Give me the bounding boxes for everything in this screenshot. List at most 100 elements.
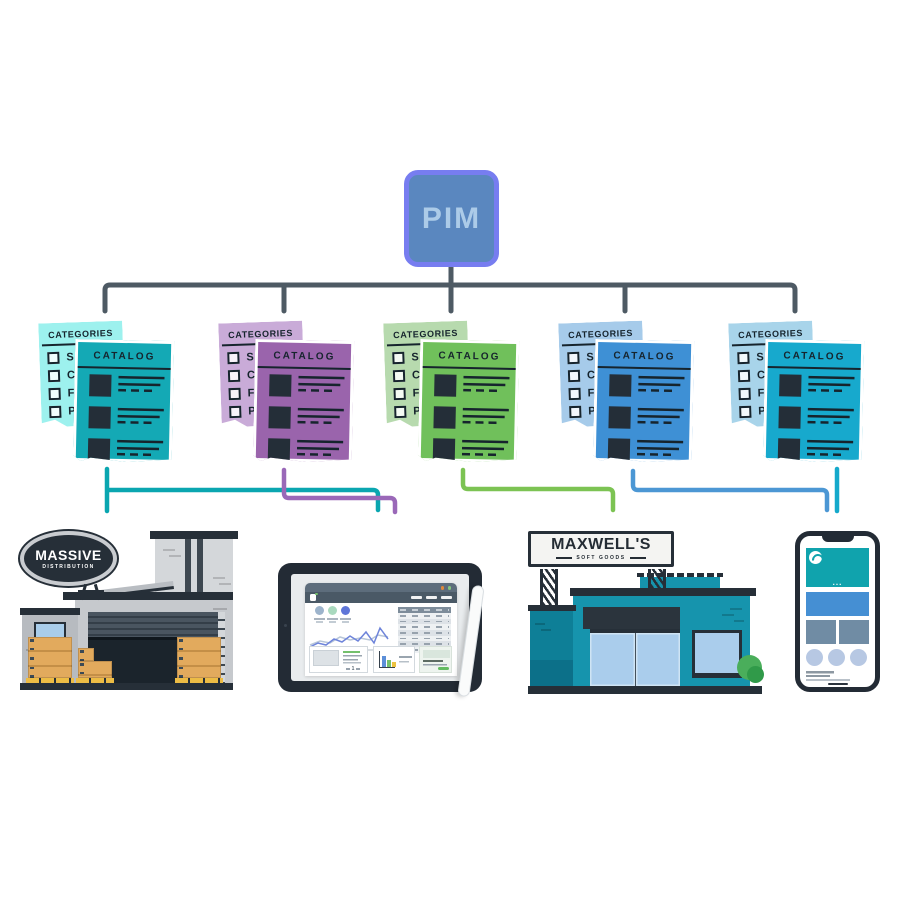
checkbox: [737, 352, 749, 364]
checkbox: [47, 352, 59, 364]
category-letter: C: [246, 369, 256, 382]
rooftop-vent-dashes: [637, 573, 723, 577]
catalog-item: [608, 438, 689, 462]
checkbox: [229, 406, 241, 418]
brick-mark: [541, 629, 551, 631]
catalog-item: [778, 438, 859, 462]
browser-title-bar: [305, 583, 457, 592]
phone-notch: [821, 536, 854, 542]
hero-banner-block: [806, 592, 869, 616]
catalog-page: CATALOG: [763, 339, 865, 463]
product-card: 1: [309, 646, 368, 673]
sign-text-maxwells: MAXWELL'S: [551, 536, 651, 553]
home-indicator: [827, 682, 848, 685]
door-rail: [218, 612, 225, 683]
pager-dash: [356, 668, 360, 670]
item-thumbnail: [269, 374, 291, 396]
item-text-lines: [807, 408, 853, 427]
brick-mark: [734, 620, 744, 622]
pim-node: PIM: [404, 170, 499, 267]
checkbox: [738, 370, 750, 382]
checkbox: [393, 370, 405, 382]
brick-mark: [213, 608, 227, 610]
crate: [78, 661, 112, 678]
catalog-item: [269, 374, 350, 398]
branch-blue-to-mobile: [630, 468, 830, 513]
tablet-camera-dot: [284, 624, 287, 627]
store-ground-line: [528, 686, 762, 694]
small-crate: [78, 648, 94, 661]
retail-store-illustration: MAXWELL'S SOFT GOODS: [528, 531, 764, 695]
item-text-lines: [298, 376, 344, 395]
sign-trestle: [76, 583, 106, 601]
item-text-lines: [462, 440, 508, 459]
category-letter: S: [756, 351, 764, 364]
stat-circle-indigo: [340, 606, 351, 623]
brick-mark: [169, 555, 181, 557]
branch-green-to-store: [460, 467, 616, 513]
item-thumbnail: [433, 406, 455, 428]
crate-stack: [28, 637, 72, 678]
green-button: [438, 666, 449, 670]
checkbox: [395, 424, 407, 436]
browser-nav-bar: [305, 592, 457, 603]
browser-window: 1: [305, 583, 485, 698]
brick-mark: [163, 549, 175, 551]
store-awning-sign: [583, 607, 680, 629]
sign-text-distribution: DISTRIBUTION: [42, 564, 95, 570]
category-letter: C: [756, 369, 766, 382]
text-placeholder-lines: [806, 671, 851, 681]
category-letter: F: [757, 387, 765, 400]
branch-purple-to-website: [281, 467, 398, 515]
item-text-lines: [297, 408, 343, 427]
pim-label: PIM: [421, 201, 482, 235]
category-letter: C: [586, 369, 596, 382]
warehouse-ground-line: [20, 683, 233, 690]
tablet-screen: 1: [291, 574, 485, 698]
massive-distribution-sign: MASSIVE DISTRIBUTION: [20, 531, 117, 586]
category-letter: S: [586, 351, 594, 364]
window-dot-orange-icon: [440, 586, 444, 590]
item-thumbnail: [88, 406, 110, 428]
checkbox: [393, 388, 405, 400]
catalog-title: CATALOG: [438, 350, 501, 363]
checkbox: [738, 388, 750, 400]
sign-lattice-post: [540, 569, 558, 611]
rooftop-vent: [640, 577, 720, 588]
divider: [78, 366, 171, 370]
brick-mark: [535, 623, 545, 625]
card-image-placeholder: [313, 650, 339, 666]
checkbox: [50, 424, 62, 436]
nav-menu-dash: [426, 596, 437, 599]
avatar-circle: [828, 649, 845, 666]
catalog-page: CATALOG: [253, 339, 355, 463]
divider: [258, 366, 351, 370]
catalog-group-green: CATEGORIES S C F P CATALOG: [365, 318, 535, 468]
promo-card: [419, 646, 452, 673]
bar-blue: [382, 656, 386, 667]
item-thumbnail: [779, 374, 801, 396]
nav-menu-dash: [441, 596, 452, 599]
divider: [423, 366, 516, 370]
warehouse-illustration: MASSIVE DISTRIBUTION: [20, 531, 238, 691]
stat-circle-green: [327, 606, 338, 623]
chart-card: [373, 646, 415, 673]
item-text-lines: [117, 408, 163, 427]
warehouse-tower-cap: [150, 531, 238, 539]
card-image-placeholder: [423, 650, 450, 658]
table-header-row: [398, 607, 451, 613]
catalog-item: [268, 438, 349, 462]
item-thumbnail: [778, 406, 800, 428]
card-text-lines: [423, 660, 450, 666]
table-row: [398, 635, 451, 642]
catalog-item: [433, 438, 514, 462]
checkbox: [392, 352, 404, 364]
checkbox: [48, 388, 60, 400]
warehouse-roof-band: [63, 592, 233, 600]
table-row: [398, 641, 451, 648]
category-letter: F: [412, 387, 420, 400]
categories-title: CATEGORIES: [48, 327, 114, 341]
category-letter: C: [411, 369, 421, 382]
item-thumbnail: [268, 406, 290, 428]
